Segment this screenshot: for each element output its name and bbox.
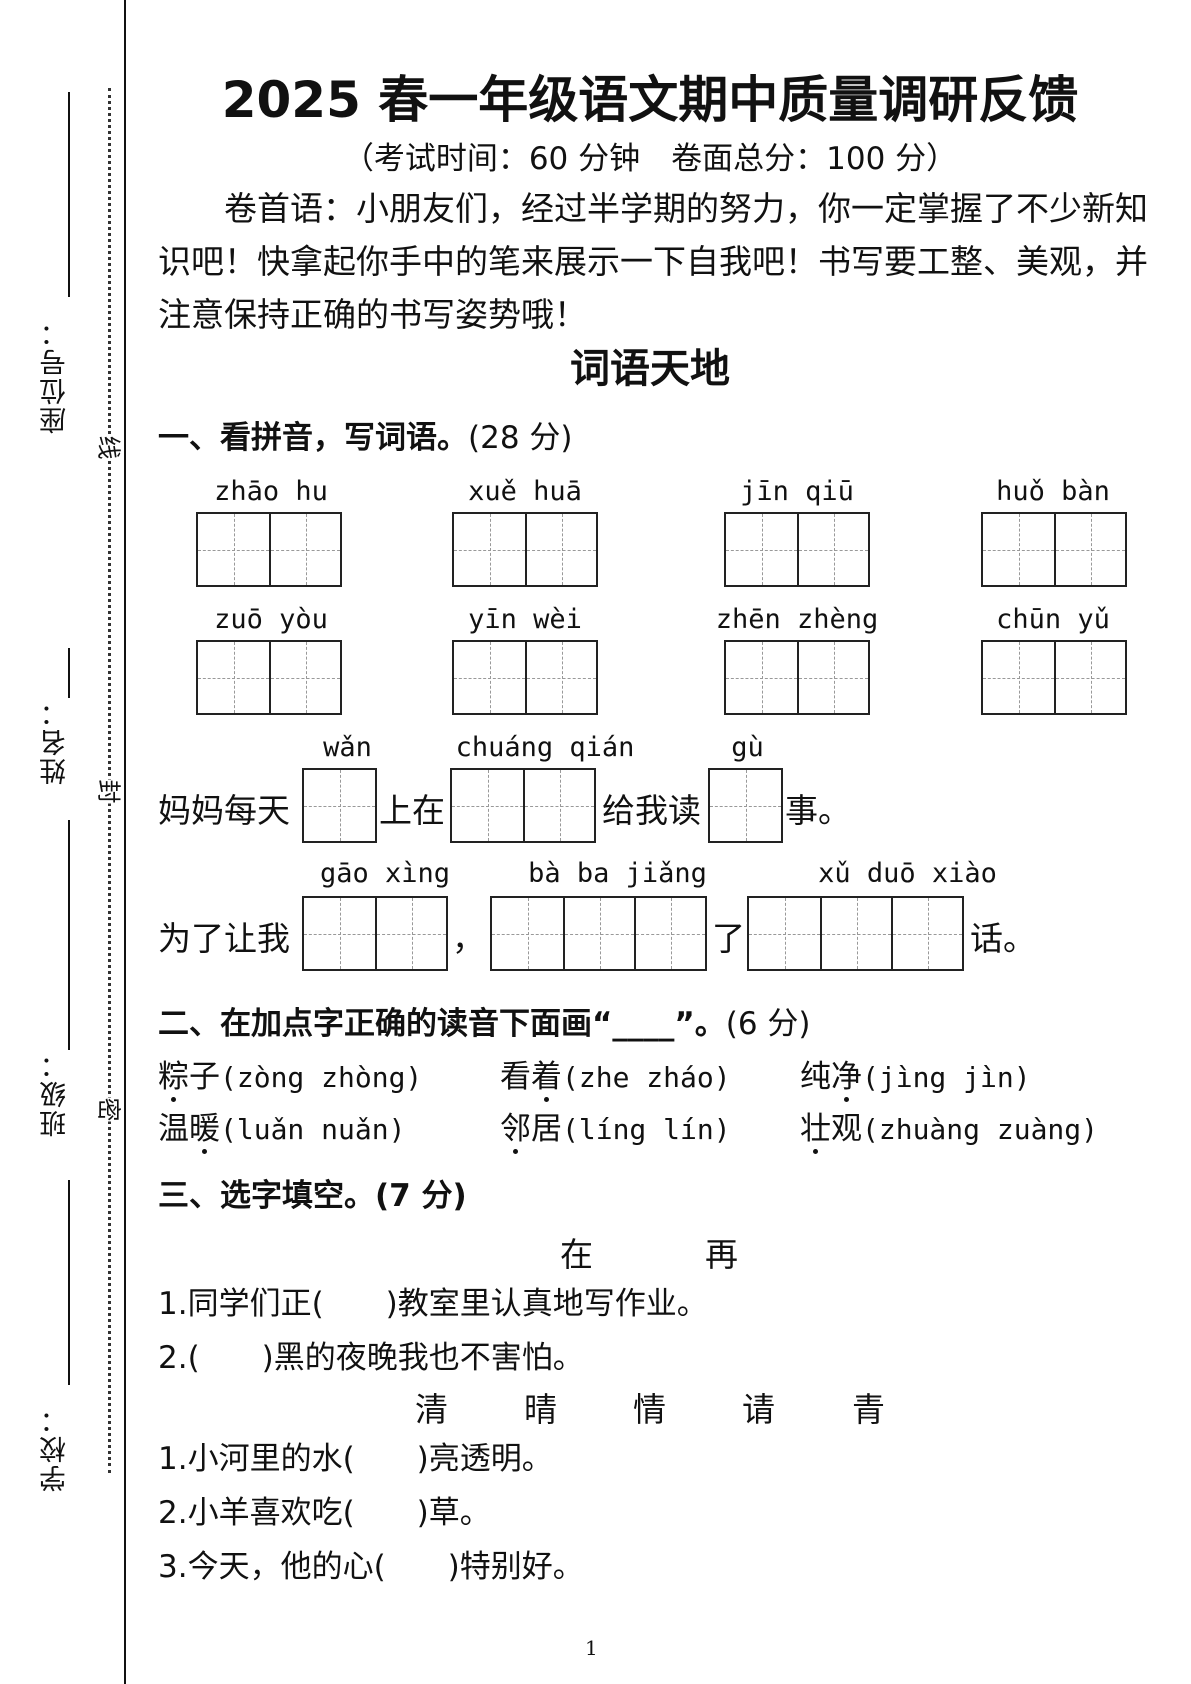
answer-grid[interactable] — [490, 896, 707, 971]
sentence-text: 给我读 — [602, 791, 701, 830]
answer-grid[interactable] — [302, 896, 448, 971]
reading-item: 邻居(líng lín) — [500, 1103, 731, 1154]
fill-item[interactable]: 2.( )黑的夜晚我也不害怕。 — [158, 1340, 584, 1376]
pinyin-label: zuō yòu — [214, 604, 328, 635]
fill-item[interactable]: 1.同学们正( )教室里认真地写作业。 — [158, 1286, 708, 1322]
page-number: 1 — [585, 1636, 598, 1660]
answer-grid[interactable] — [196, 512, 342, 587]
pinyin-options[interactable]: (jìng jìn) — [862, 1061, 1031, 1094]
q1-points: (28 分) — [468, 420, 573, 456]
class-label: 班级： — [40, 1050, 71, 1137]
reading-item: 壮观(zhuàng zuàng) — [800, 1103, 1099, 1154]
fill-item[interactable]: 1.小河里的水( )亮透明。 — [158, 1441, 553, 1477]
section-title: 词语天地 — [570, 346, 730, 392]
binding-rule — [124, 0, 126, 1684]
pinyin-label: jīn qiū — [740, 476, 854, 507]
sentence-text: 话。 — [970, 919, 1036, 958]
answer-grid[interactable] — [452, 640, 598, 715]
page-title: 2025 春一年级语文期中质量调研反馈 — [221, 71, 1079, 129]
item-char: 子 — [189, 1059, 220, 1095]
exam-info: （考试时间：60 分钟 卷面总分：100 分） — [342, 141, 958, 177]
answer-grid[interactable] — [708, 768, 783, 843]
name-label: 姓名： — [40, 698, 71, 785]
pinyin-options[interactable]: (zòng zhòng) — [220, 1061, 423, 1094]
pinyin-label: xuě huā — [468, 476, 582, 507]
seat-label: 座位号： — [40, 318, 71, 434]
item-char: 居 — [531, 1111, 562, 1147]
answer-grid[interactable] — [724, 640, 870, 715]
choice-char: 再 — [705, 1235, 738, 1274]
sentence-text: ， — [452, 919, 485, 958]
choice-char: 晴 — [524, 1390, 557, 1429]
reading-item: 温暖(luǎn nuǎn) — [158, 1103, 406, 1154]
dotted-char: 净 — [831, 1051, 862, 1102]
pinyin-label: xǔ duō xiào — [818, 858, 997, 889]
sentence-text: 了 — [712, 919, 745, 958]
item-char: 看 — [500, 1059, 531, 1095]
sentence-text: 为了让我 — [158, 919, 290, 958]
reading-item: 粽子(zòng zhòng) — [158, 1051, 423, 1102]
intro-text: 卷首语：小朋友们，经过半学期的努力，你一定掌握了不少新知识吧！快拿起你手中的笔来… — [158, 189, 1148, 334]
q1-heading: 一、看拼音，写词语。(28 分) — [158, 412, 573, 457]
answer-grid[interactable] — [981, 512, 1127, 587]
sentence-text: 妈妈每天 — [158, 791, 290, 830]
pinyin-label: gù — [731, 732, 764, 763]
dotted-char: 暖 — [189, 1103, 220, 1154]
choice-char: 在 — [560, 1235, 593, 1274]
pinyin-options[interactable]: (luǎn nuǎn) — [220, 1113, 406, 1146]
item-char: 观 — [831, 1111, 862, 1147]
dotted-char: 邻 — [500, 1103, 531, 1154]
q1-heading-text: 一、看拼音，写词语。 — [158, 420, 468, 456]
q2-heading: 二、在加点字正确的读音下面画“____”。(6 分) — [158, 998, 811, 1043]
sentence-text: 事。 — [785, 791, 851, 830]
sentence-text: 上在 — [379, 791, 445, 830]
item-char: 纯 — [800, 1059, 831, 1095]
answer-grid[interactable] — [450, 768, 596, 843]
school-underline — [68, 1180, 70, 1385]
fill-item[interactable]: 2.小羊喜欢吃( )草。 — [158, 1495, 491, 1531]
pinyin-label: wǎn — [323, 732, 372, 763]
pinyin-options[interactable]: (zhe zháo) — [562, 1061, 731, 1094]
answer-grid[interactable] — [724, 512, 870, 587]
dotted-char: 粽 — [158, 1051, 189, 1102]
pinyin-label: gāo xìng — [319, 858, 451, 889]
answer-grid[interactable] — [747, 896, 964, 971]
pinyin-label: chūn yǔ — [996, 604, 1110, 635]
answer-grid[interactable] — [302, 768, 377, 843]
answer-grid[interactable] — [452, 512, 598, 587]
pinyin-label: zhāo hu — [214, 476, 328, 507]
name-underline — [68, 648, 70, 698]
q3-heading: 三、选字填空。(7 分) — [158, 1170, 467, 1215]
pinyin-label: huǒ bàn — [996, 476, 1110, 507]
pinyin-label: zhēn zhèng — [715, 604, 879, 635]
pinyin-label: yīn wèi — [468, 604, 582, 635]
item-char: 温 — [158, 1111, 189, 1147]
reading-item: 纯净(jìng jìn) — [800, 1051, 1031, 1102]
class-underline — [68, 820, 70, 1050]
q2-heading-text: 二、在加点字正确的读音下面画“____”。 — [158, 1006, 726, 1042]
dotted-char: 着 — [531, 1051, 562, 1102]
seat-underline — [68, 92, 70, 297]
q3-heading-text: 三、选字填空。 — [158, 1178, 375, 1214]
choice-char: 请 — [742, 1390, 775, 1429]
pinyin-label: bà ba jiǎng — [528, 858, 707, 889]
reading-item: 看着(zhe zháo) — [500, 1051, 731, 1102]
answer-grid[interactable] — [196, 640, 342, 715]
q2-points: (6 分) — [725, 1006, 811, 1042]
choice-char: 青 — [852, 1390, 885, 1429]
school-label: 学校： — [40, 1405, 71, 1492]
fill-item[interactable]: 3.今天，他的心( )特别好。 — [158, 1549, 584, 1585]
choice-char: 情 — [633, 1390, 666, 1429]
answer-grid[interactable] — [981, 640, 1127, 715]
pinyin-options[interactable]: (líng lín) — [562, 1113, 731, 1146]
intro-paragraph: 卷首语：小朋友们，经过半学期的努力，你一定掌握了不少新知识吧！快拿起你手中的笔来… — [158, 182, 1148, 341]
choice-char: 清 — [415, 1390, 448, 1429]
dotted-char: 壮 — [800, 1103, 831, 1154]
q3-points: (7 分) — [375, 1178, 467, 1214]
pinyin-label: chuáng qián — [455, 732, 635, 763]
pinyin-options[interactable]: (zhuàng zuàng) — [862, 1113, 1099, 1146]
